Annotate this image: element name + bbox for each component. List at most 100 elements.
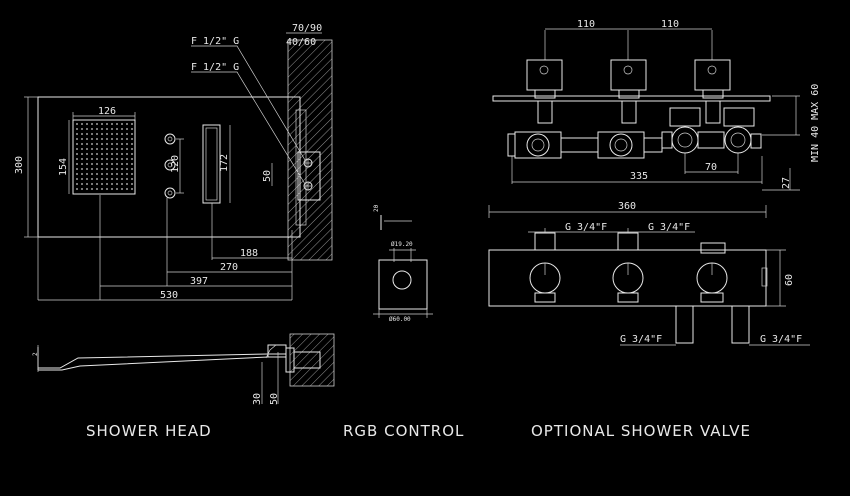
spray-nozzle <box>116 148 118 150</box>
spray-nozzle <box>126 188 128 190</box>
valve-handle <box>694 59 731 124</box>
spray-nozzle <box>111 123 113 125</box>
spray-nozzle <box>91 133 93 135</box>
spray-nozzle <box>111 138 113 140</box>
spray-nozzle <box>81 178 83 180</box>
dim-outlet-spacing: 50 <box>262 170 273 182</box>
spray-nozzle <box>131 188 133 190</box>
spray-nozzle <box>111 163 113 165</box>
spray-nozzle <box>91 148 93 150</box>
spray-nozzle <box>121 153 123 155</box>
dim-530: 530 <box>160 290 178 301</box>
spray-nozzle <box>111 173 113 175</box>
spray-nozzle <box>86 163 88 165</box>
valve-front-body <box>488 249 767 307</box>
spray-nozzle <box>76 148 78 150</box>
spray-nozzle <box>121 138 123 140</box>
spray-nozzle <box>126 128 128 130</box>
thread-bottom-label: G 3/4"F <box>620 334 662 345</box>
thread-bottom-label: G 3/4"F <box>760 334 802 345</box>
dim-wall-depth: 70/90 <box>292 23 322 34</box>
spray-nozzle <box>81 183 83 185</box>
spray-nozzle <box>101 163 103 165</box>
spray-nozzle <box>81 188 83 190</box>
spray-nozzle <box>106 128 108 130</box>
spray-nozzle <box>131 148 133 150</box>
spray-nozzle <box>91 123 93 125</box>
spray-nozzle <box>81 133 83 135</box>
spray-nozzle <box>76 143 78 145</box>
spray-nozzle <box>116 143 118 145</box>
spray-nozzle <box>76 173 78 175</box>
spray-nozzle <box>111 153 113 155</box>
spray-nozzle <box>106 183 108 185</box>
spray-nozzle <box>106 168 108 170</box>
valve-handle <box>610 59 647 124</box>
dim-rgb-hole: Ø19.20 <box>391 241 413 248</box>
spray-nozzle <box>81 153 83 155</box>
spray-nozzle <box>86 173 88 175</box>
valve-handle <box>526 59 563 124</box>
dim-waterfall-height: 172 <box>219 154 230 172</box>
dim-wall-depth-2: 40/60 <box>286 37 316 48</box>
spray-nozzle <box>126 168 128 170</box>
spray-nozzle <box>101 133 103 135</box>
spray-nozzle <box>86 183 88 185</box>
spray-nozzle <box>86 153 88 155</box>
spray-nozzle <box>116 158 118 160</box>
control-button <box>164 159 176 171</box>
spray-nozzle <box>116 168 118 170</box>
spray-nozzle <box>111 133 113 135</box>
spray-nozzle <box>116 128 118 130</box>
spray-nozzle <box>81 173 83 175</box>
spray-nozzle <box>101 123 103 125</box>
spray-nozzle <box>121 168 123 170</box>
spray-nozzle <box>126 148 128 150</box>
spray-nozzle <box>126 173 128 175</box>
spray-nozzle <box>116 133 118 135</box>
spray-nozzle <box>106 143 108 145</box>
spray-nozzle <box>86 168 88 170</box>
spray-nozzle <box>96 168 98 170</box>
dim-spray-height: 154 <box>58 158 69 176</box>
spray-nozzle <box>76 178 78 180</box>
spray-nozzle <box>126 183 128 185</box>
spray-nozzle <box>101 168 103 170</box>
spray-nozzle <box>121 133 123 135</box>
valve-top-view: 110 110 <box>492 19 821 191</box>
spray-nozzle <box>91 163 93 165</box>
spray-nozzle <box>101 178 103 180</box>
rgb-control-knob <box>392 270 412 290</box>
spray-nozzle <box>81 163 83 165</box>
spray-nozzle <box>131 178 133 180</box>
dim-270: 270 <box>220 262 238 273</box>
spray-nozzle <box>96 178 98 180</box>
spray-nozzle <box>126 133 128 135</box>
spray-nozzle <box>106 173 108 175</box>
spray-nozzle <box>131 143 133 145</box>
spray-nozzle <box>76 168 78 170</box>
spray-nozzles <box>76 123 133 190</box>
spray-nozzle <box>96 188 98 190</box>
spray-nozzle <box>76 183 78 185</box>
spray-nozzle <box>126 158 128 160</box>
spray-nozzle <box>81 143 83 145</box>
dim-side-30: 30 <box>252 393 263 405</box>
spray-nozzle <box>111 143 113 145</box>
wall-section <box>287 39 333 261</box>
spray-nozzle <box>121 128 123 130</box>
spray-nozzle <box>131 123 133 125</box>
shower-head-side-view: 2 30 50 <box>32 333 335 405</box>
rain-spray-face <box>72 119 136 195</box>
dim-button-spacing: 120 <box>170 155 181 173</box>
spray-nozzle <box>106 178 108 180</box>
spray-nozzle <box>126 178 128 180</box>
spray-nozzle <box>131 128 133 130</box>
spray-nozzle <box>121 123 123 125</box>
dim-rgb-plate: Ø60.00 <box>389 316 411 323</box>
spray-nozzle <box>106 138 108 140</box>
spray-nozzle <box>111 178 113 180</box>
spray-nozzle <box>106 148 108 150</box>
spray-nozzle <box>101 173 103 175</box>
